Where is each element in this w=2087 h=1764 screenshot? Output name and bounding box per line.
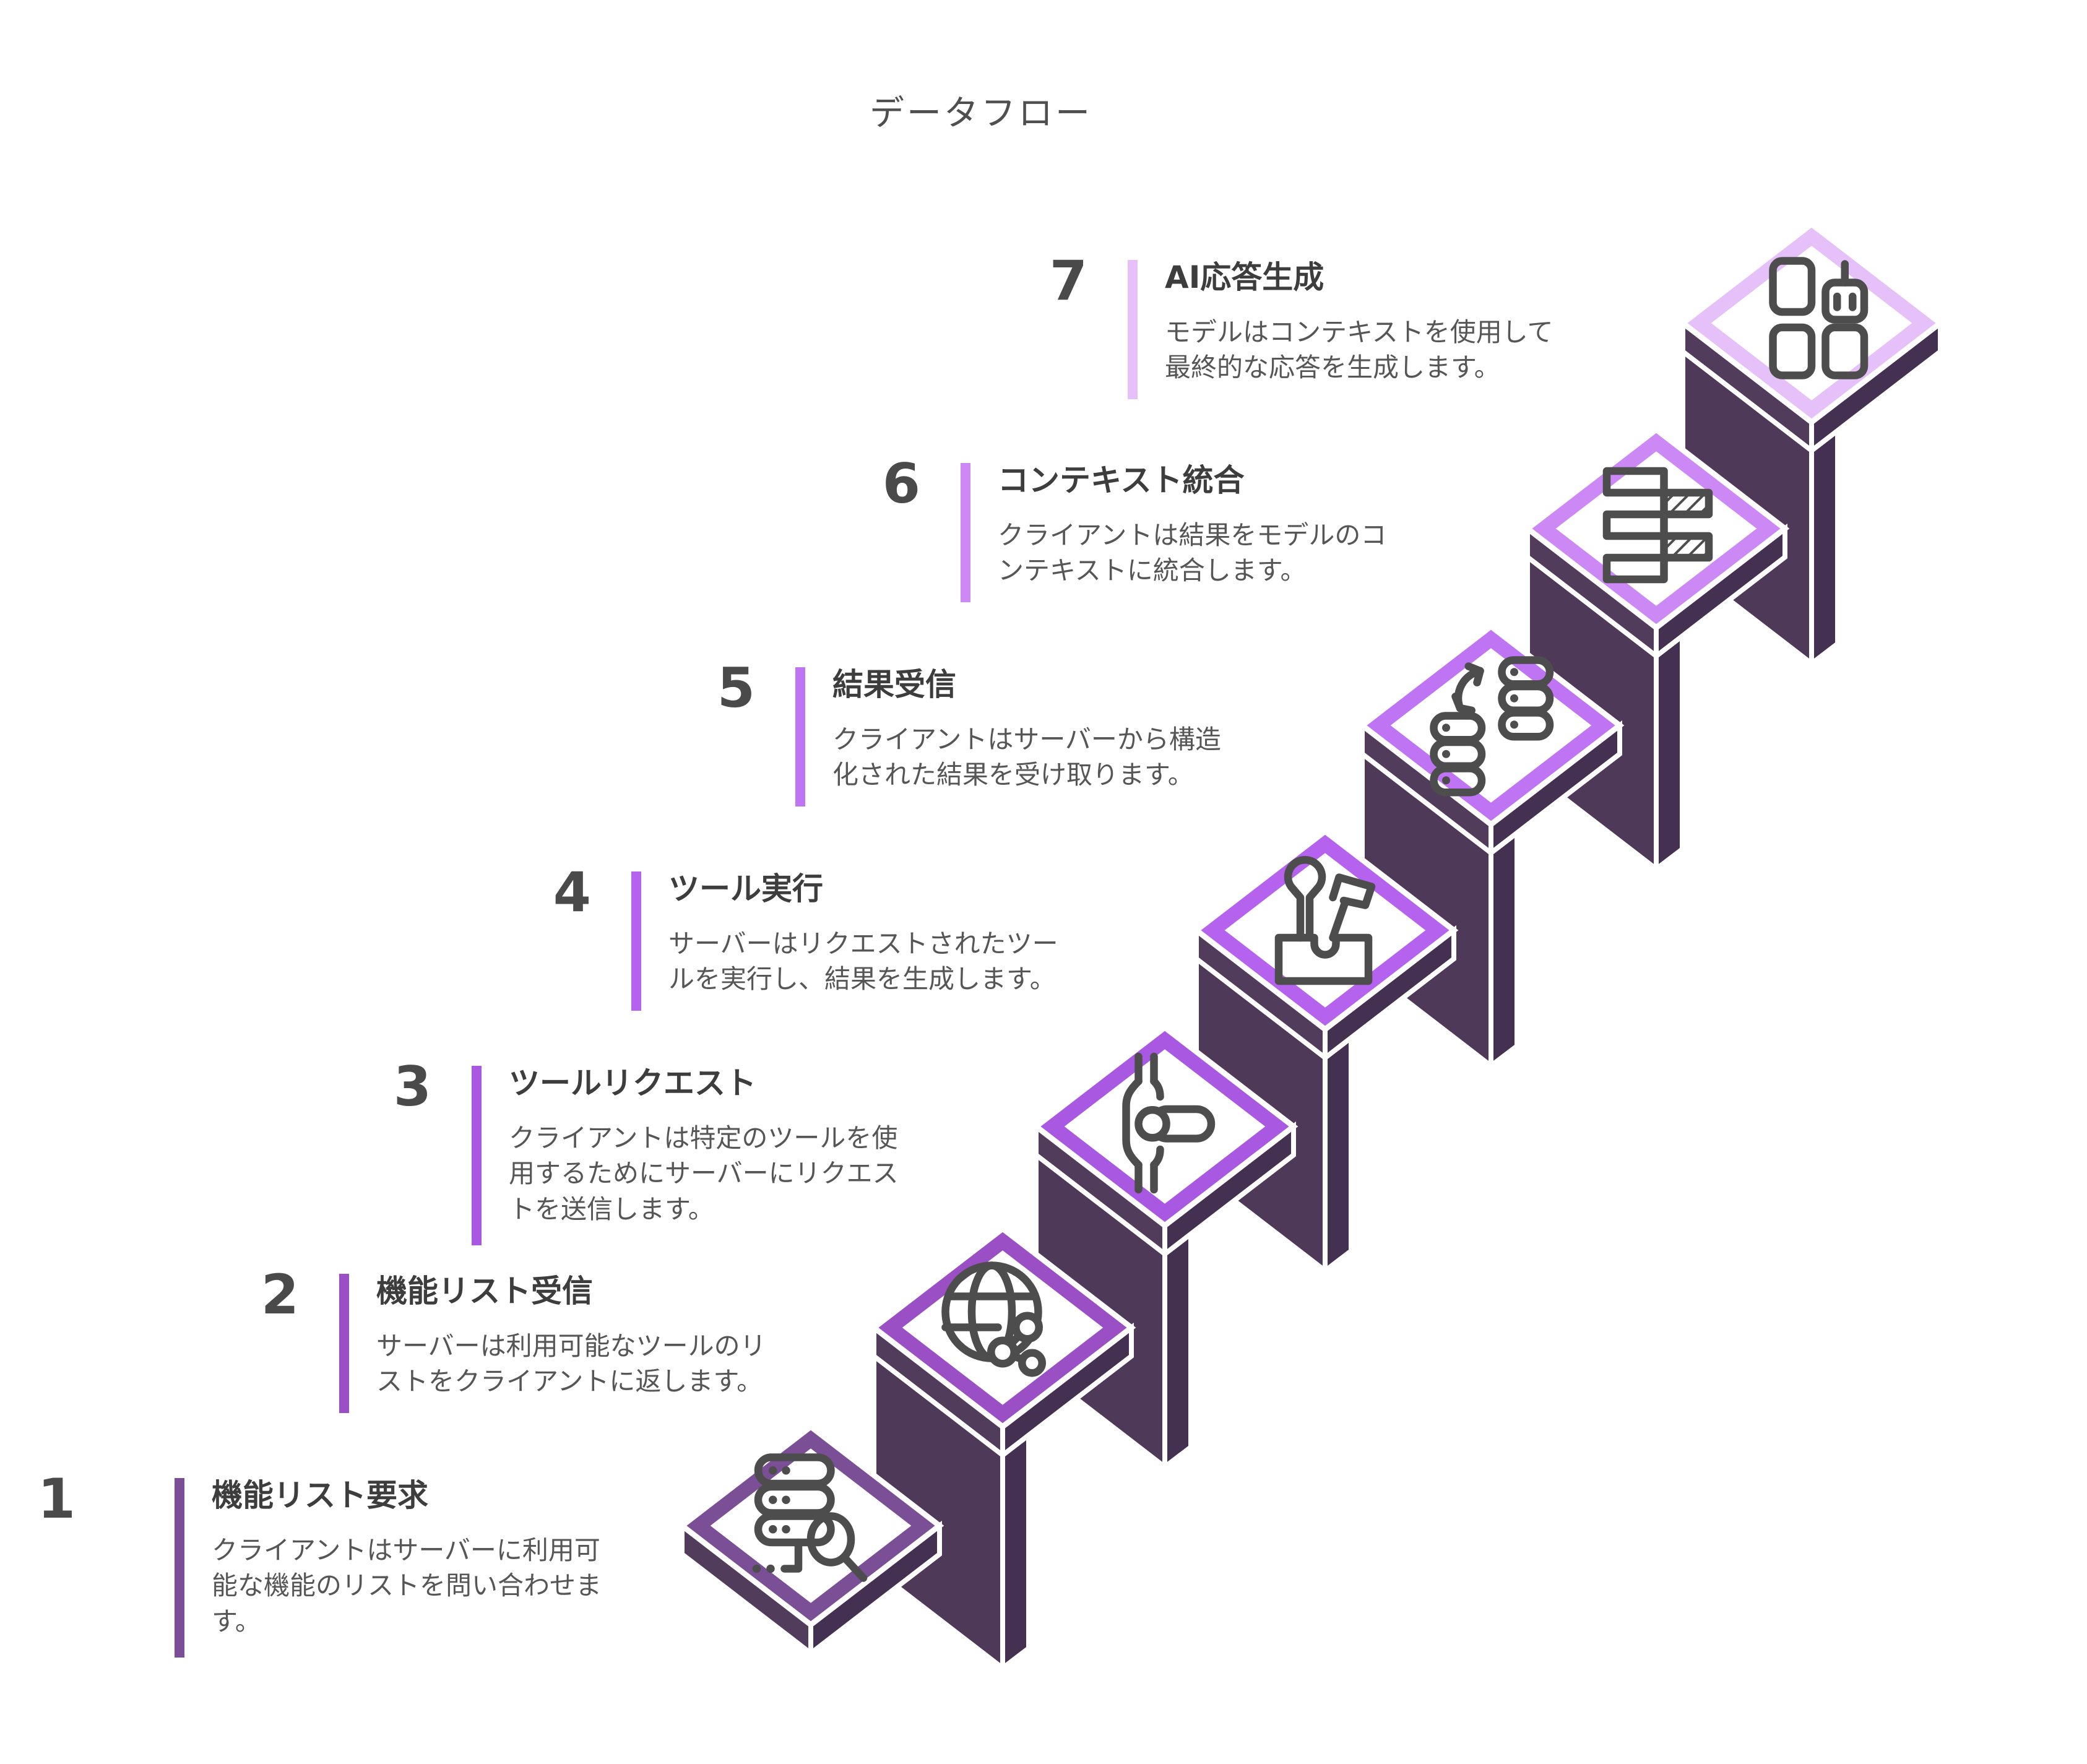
ai-robot-blocks-icon <box>1769 257 1869 379</box>
step-tile-3 <box>1031 1024 1298 1472</box>
step-number: 6 <box>882 452 920 516</box>
step-accent-bar <box>795 667 805 806</box>
step-title: コンテキスト統合 <box>998 462 1245 498</box>
step-tile-1 <box>677 1423 944 1659</box>
globe-share-icon <box>941 1261 1046 1377</box>
gantt-bars-icon <box>1602 467 1713 584</box>
tread-inner <box>1390 648 1592 803</box>
step-block-7: 7 AI応答生成 モデルはコンテキストを使用して最終的な応答を生成します。 <box>1050 254 1586 399</box>
database-sync-icon <box>1430 656 1554 797</box>
step-description: クライアントは結果をモデルのコンテキストに統合します。 <box>998 519 1387 586</box>
step-block-4: 4 ツール実行 サーバーはリクエストされたツールを実行し、結果を生成します。 <box>553 865 1089 1011</box>
pipeline-connector-icon <box>1122 1052 1216 1194</box>
step-description: クライアントはサーバーに利用可能な機能のリストを問い合わせます。 <box>212 1534 602 1637</box>
step-number: 7 <box>1049 249 1087 313</box>
toolbox-icon <box>1274 855 1376 985</box>
tread-inner <box>1555 451 1757 606</box>
step-description: サーバーは利用可能なツールのリストをクライアントに返します。 <box>376 1330 766 1397</box>
step-number: 4 <box>553 860 591 924</box>
step-block-6: 6 コンテキスト統合 クライアントは結果をモデルのコンテキストに統合します。 <box>883 457 1419 602</box>
step-number: 1 <box>37 1467 76 1531</box>
step-block-2: 2 機能リスト受信 サーバーは利用可能なツールのリストをクライアントに返します。 <box>261 1268 797 1413</box>
step-tile-2 <box>869 1225 1136 1674</box>
step-accent-bar <box>631 871 641 1011</box>
tread-inner <box>1224 853 1426 1008</box>
tread-inner <box>1711 246 1912 400</box>
step-block-3: 3 ツールリクエスト クライアントは特定のツールを使用するためにサーバーにリクエ… <box>394 1060 930 1245</box>
step-description: モデルはコンテキストを使用して最終的な応答を生成します。 <box>1165 316 1553 383</box>
step-tile-6 <box>1523 426 1790 875</box>
step-title: ツールリクエスト <box>509 1065 756 1101</box>
step-title: AI応答生成 <box>1165 259 1324 295</box>
step-title: ツール実行 <box>668 871 823 907</box>
step-block-1: 1 機能リスト要求 クライアントはサーバーに利用可能な機能のリストを問い合わせま… <box>38 1472 633 1658</box>
step-title: 機能リスト受信 <box>376 1273 593 1309</box>
step-tile-4 <box>1191 828 1459 1276</box>
step-description: クライアントはサーバーから構造化された結果を受け取ります。 <box>832 724 1221 790</box>
step-accent-bar <box>961 463 970 602</box>
step-tile-5 <box>1357 623 1625 1071</box>
step-number: 2 <box>261 1263 299 1326</box>
step-description: サーバーはリクエストされたツールを実行し、結果を生成します。 <box>668 928 1058 995</box>
page-title: データフロー <box>870 93 1092 134</box>
step-block-5: 5 結果受信 クライアントはサーバーから構造化された結果を受け取ります。 <box>717 661 1253 806</box>
step-title: 機能リスト要求 <box>212 1477 428 1513</box>
server-search-icon <box>752 1453 868 1582</box>
step-number: 5 <box>717 656 755 720</box>
step-accent-bar <box>1128 260 1138 399</box>
step-accent-bar <box>472 1066 482 1245</box>
step-accent-bar <box>175 1478 184 1658</box>
step-accent-bar <box>339 1274 349 1413</box>
step-number: 3 <box>393 1055 431 1118</box>
step-tile-7 <box>1678 220 1945 669</box>
step-description: クライアントは特定のツールを使用するためにサーバーにリクエストを送信します。 <box>509 1122 899 1225</box>
step-title: 結果受信 <box>832 667 956 703</box>
